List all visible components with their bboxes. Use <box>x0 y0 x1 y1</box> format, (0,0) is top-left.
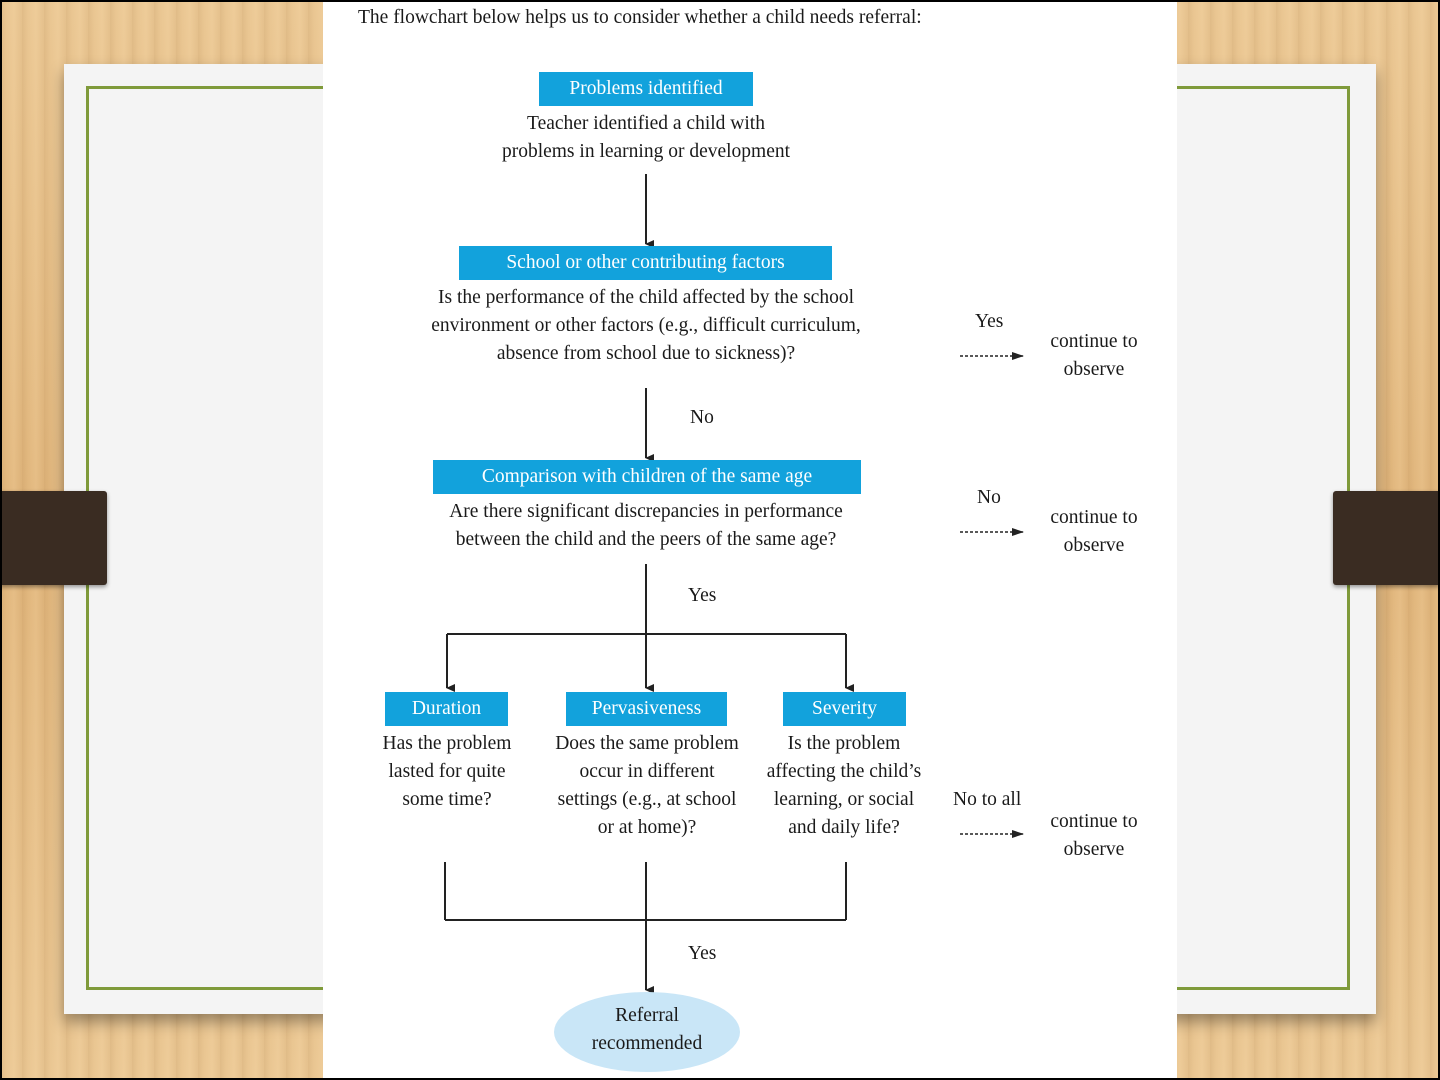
step2-branch-line1: continue to <box>1050 331 1138 352</box>
step3-line2: between the child and the peers of the s… <box>455 529 837 550</box>
severity-header: Severity <box>783 692 906 726</box>
criteria-branch-line1: continue to <box>1050 811 1138 832</box>
referral-line2: recommended <box>591 1033 703 1054</box>
left-strap <box>0 491 107 585</box>
step2-line3: absence from school due to sickness)? <box>496 343 796 364</box>
criteria-branch-line2: observe <box>1063 839 1125 860</box>
step3-down-label: Yes <box>688 585 717 606</box>
step3-header: Comparison with children of the same age <box>433 460 861 494</box>
severity-line1: Is the problem <box>787 733 901 754</box>
step2-header: School or other contributing factors <box>459 246 832 280</box>
step2-line2: environment or other factors (e.g., diff… <box>431 315 861 336</box>
duration-line2: lasted for quite <box>388 761 506 782</box>
step3-line1: Are there significant discrepancies in p… <box>449 501 843 522</box>
severity-line3: learning, or social <box>773 789 915 810</box>
step3-branch-line1: continue to <box>1050 507 1138 528</box>
duration-line1: Has the problem <box>382 733 512 754</box>
step1-line1: Teacher identified a child with <box>527 113 765 134</box>
severity-line2: affecting the child’s <box>766 761 922 782</box>
right-strap <box>1333 491 1440 585</box>
step2-branch-label: Yes <box>975 311 1004 332</box>
step2-branch-line2: observe <box>1063 359 1125 380</box>
pervasiveness-line1: Does the same problem <box>555 733 739 754</box>
step3-branch-label: No <box>977 487 1001 508</box>
intro-text: The flowchart below helps us to consider… <box>358 7 922 28</box>
flowchart-page <box>323 0 1177 1080</box>
pervasiveness-line3: settings (e.g., at school <box>557 789 737 810</box>
referral-oval <box>554 992 740 1072</box>
severity-line4: and daily life? <box>788 817 900 838</box>
pervasiveness-line2: occur in different <box>579 761 715 782</box>
duration-header: Duration <box>385 692 508 726</box>
referral-line1: Referral <box>615 1005 679 1026</box>
final-down-label: Yes <box>688 943 717 964</box>
pervasiveness-line4: or at home)? <box>597 817 697 838</box>
step1-line2: problems in learning or development <box>501 141 791 162</box>
step2-line1: Is the performance of the child affected… <box>437 287 854 308</box>
criteria-branch-label: No to all <box>953 789 1022 810</box>
step3-branch-line2: observe <box>1063 535 1125 556</box>
duration-line3: some time? <box>402 789 492 810</box>
step2-down-label: No <box>690 407 714 428</box>
pervasiveness-header: Pervasiveness <box>566 692 727 726</box>
step1-header: Problems identified <box>539 72 753 106</box>
